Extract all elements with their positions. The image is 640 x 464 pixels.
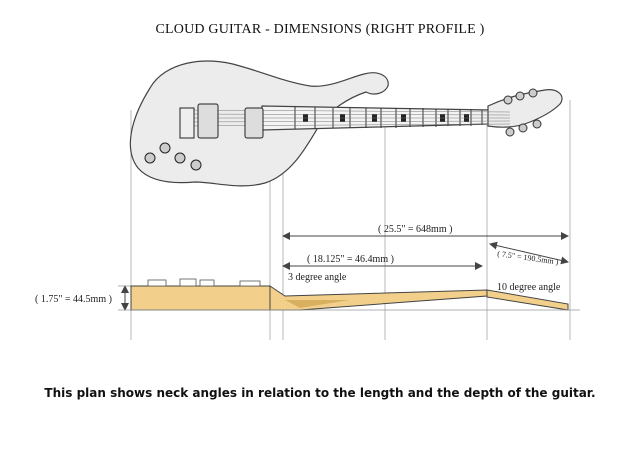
tuner-icon	[505, 127, 515, 137]
diagram-title: CLOUD GUITAR - DIMENSIONS (RIGHT PROFILE…	[155, 22, 485, 37]
knob-icon	[174, 152, 186, 164]
tuner-icon	[528, 88, 538, 98]
neck-angle-label: 3 degree angle	[288, 272, 347, 283]
headstock-side	[486, 289, 569, 311]
pickup-profile-icon	[179, 278, 197, 287]
pickup-profile-icon	[199, 279, 215, 287]
dimension-arrows	[121, 232, 569, 311]
tuner-icon	[503, 95, 513, 105]
neck-heel-shadow	[285, 300, 350, 308]
tuner-icon	[532, 119, 542, 129]
bridge-profile-icon	[147, 279, 167, 287]
pickup-neck-icon	[244, 107, 264, 139]
pickup-profile-icon	[239, 280, 261, 287]
bridge-icon	[179, 107, 195, 139]
tuner-icon	[515, 91, 525, 101]
body-side	[130, 285, 271, 311]
tuner-icon	[518, 123, 528, 133]
knob-icon	[144, 152, 156, 164]
pickup-bridge-icon	[197, 103, 219, 139]
diagram-caption: This plan shows neck angles in relation …	[44, 386, 596, 400]
headstock-length-label: ( 7.5" = 190.5mm )	[497, 249, 560, 267]
knob-icon	[159, 142, 171, 154]
scale-length-label: ( 25.5" = 648mm )	[378, 224, 452, 235]
guitar-headstock	[487, 89, 563, 128]
guitar-side-profile	[130, 278, 580, 311]
guitar-hardware	[144, 103, 264, 171]
headstock-angle-label: 10 degree angle	[497, 282, 561, 293]
headstock-arrow	[489, 241, 569, 265]
tuner-pegs	[503, 88, 542, 137]
depth-label: ( 1.75" = 44.5mm )	[35, 294, 112, 305]
knob-icon	[190, 159, 202, 171]
neck-length-label: ( 18.125" = 46.4mm )	[307, 254, 394, 265]
guitar-strings	[179, 109, 511, 127]
